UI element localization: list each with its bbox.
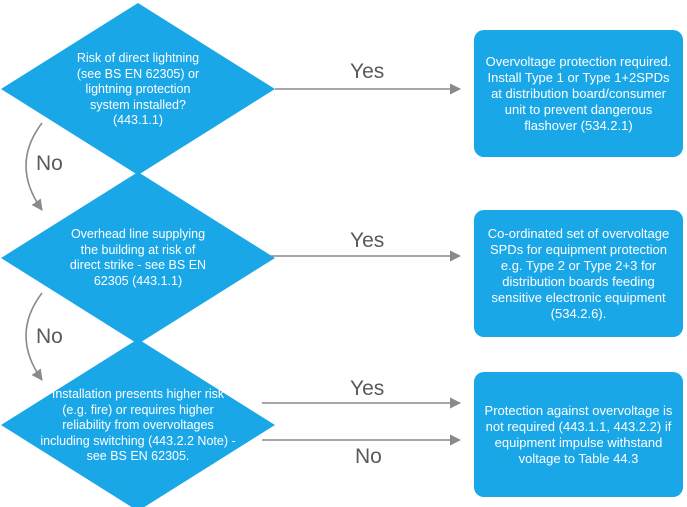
decision-diamond-3 (1, 339, 275, 507)
outcome-box-2: Co-ordinated set of overvoltage SPDs for… (474, 210, 683, 337)
decision-text-2: Overhead line supplying the building at … (69, 227, 207, 288)
label-yes-3: Yes (350, 377, 385, 400)
label-no-1: No (36, 152, 63, 175)
decision-text-3: Installation presents higher risk (e.g. … (40, 387, 236, 464)
label-no-3: No (355, 445, 382, 468)
label-yes-1: Yes (350, 60, 385, 83)
decision-diamond-1 (1, 3, 275, 175)
decision-text-1: Risk of direct lightning (see BS EN 6230… (76, 51, 200, 128)
arrow-no-1 (25, 122, 43, 211)
arrow-no-2 (25, 292, 43, 381)
outcome-box-3: Protection against overvoltage is not re… (474, 372, 683, 497)
label-no-2: No (36, 325, 63, 348)
label-yes-2: Yes (350, 229, 385, 252)
decision-diamond-2 (1, 172, 275, 344)
outcome-box-1: Overvoltage protection required. Install… (474, 30, 683, 157)
